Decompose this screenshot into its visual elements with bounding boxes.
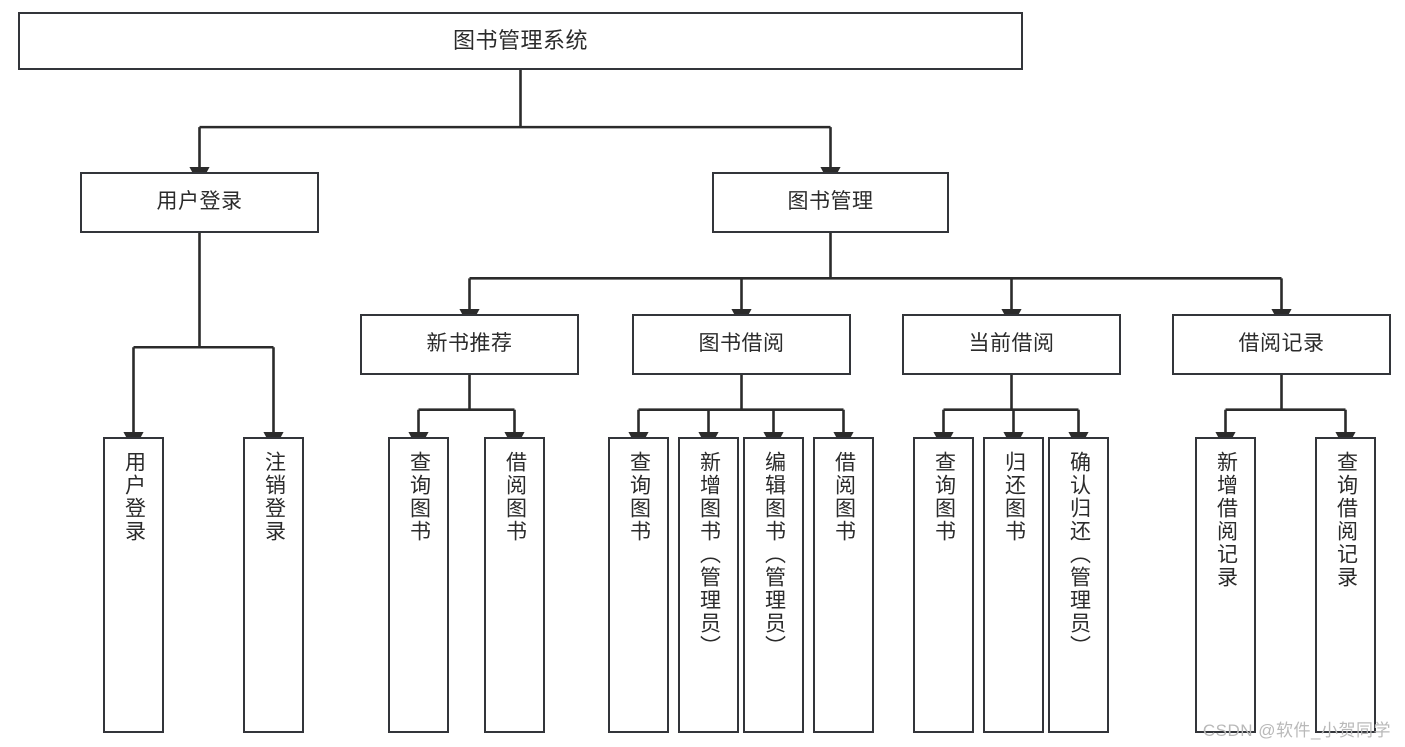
node-book-borrow[interactable]: 图书借阅 xyxy=(632,314,851,375)
node-leaf-edit-book[interactable]: 编辑图书（管理员） xyxy=(743,437,804,733)
node-root[interactable]: 图书管理系统 xyxy=(18,12,1023,70)
node-label-leaf-logout: 注销登录 xyxy=(262,451,286,543)
node-leaf-query-2[interactable]: 查询图书 xyxy=(608,437,669,733)
node-current-borrow[interactable]: 当前借阅 xyxy=(902,314,1121,375)
node-label-borrow-record: 借阅记录 xyxy=(1238,332,1325,356)
node-leaf-add-book[interactable]: 新增图书（管理员） xyxy=(678,437,739,733)
node-leaf-return[interactable]: 归还图书 xyxy=(983,437,1044,733)
node-user-login[interactable]: 用户登录 xyxy=(80,172,319,233)
node-label-book-borrow: 图书借阅 xyxy=(698,332,785,356)
node-borrow-record[interactable]: 借阅记录 xyxy=(1172,314,1391,375)
node-leaf-borrow-2[interactable]: 借阅图书 xyxy=(813,437,874,733)
node-label-book-manage: 图书管理 xyxy=(787,190,874,214)
node-label-leaf-confirm: 确认归还（管理员） xyxy=(1067,451,1091,658)
node-label-root: 图书管理系统 xyxy=(452,28,588,54)
node-leaf-logout[interactable]: 注销登录 xyxy=(243,437,304,733)
watermark-label: CSDN @软件_小贺同学 xyxy=(1202,721,1391,740)
node-leaf-user-login[interactable]: 用户登录 xyxy=(103,437,164,733)
node-leaf-query-3[interactable]: 查询图书 xyxy=(913,437,974,733)
node-label-leaf-query-rec: 查询借阅记录 xyxy=(1334,451,1358,589)
node-leaf-query-rec[interactable]: 查询借阅记录 xyxy=(1315,437,1376,733)
node-label-leaf-user-login: 用户登录 xyxy=(122,451,146,543)
node-book-manage[interactable]: 图书管理 xyxy=(712,172,949,233)
node-label-user-login: 用户登录 xyxy=(156,190,243,214)
node-label-leaf-query-2: 查询图书 xyxy=(627,451,651,543)
node-label-leaf-borrow-2: 借阅图书 xyxy=(832,451,856,543)
node-leaf-confirm[interactable]: 确认归还（管理员） xyxy=(1048,437,1109,733)
node-leaf-borrow-1[interactable]: 借阅图书 xyxy=(484,437,545,733)
connector-lines xyxy=(123,70,1356,451)
node-label-leaf-add-book: 新增图书（管理员） xyxy=(697,451,721,658)
node-label-leaf-add-rec: 新增借阅记录 xyxy=(1214,451,1238,589)
node-label-current-borrow: 当前借阅 xyxy=(968,332,1055,356)
node-label-new-book-rec: 新书推荐 xyxy=(426,332,513,356)
node-label-leaf-edit-book: 编辑图书（管理员） xyxy=(762,451,786,658)
node-label-leaf-return: 归还图书 xyxy=(1002,451,1026,543)
node-new-book-rec[interactable]: 新书推荐 xyxy=(360,314,579,375)
node-leaf-query-1[interactable]: 查询图书 xyxy=(388,437,449,733)
node-label-leaf-query-1: 查询图书 xyxy=(407,451,431,543)
node-label-leaf-borrow-1: 借阅图书 xyxy=(503,451,527,543)
node-label-leaf-query-3: 查询图书 xyxy=(932,451,956,543)
node-leaf-add-rec[interactable]: 新增借阅记录 xyxy=(1195,437,1256,733)
